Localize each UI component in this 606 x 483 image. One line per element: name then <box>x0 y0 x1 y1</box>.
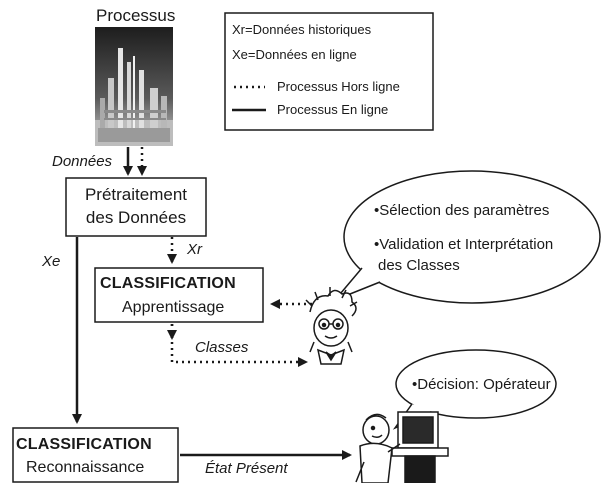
classif-learn-sub: Apprentissage <box>122 299 225 316</box>
classif-recog-head: CLASSIFICATION <box>16 436 152 453</box>
operator-icon <box>355 411 449 483</box>
legend-online-label: Processus En ligne <box>277 102 389 117</box>
expert-bubble-item1: •Sélection des paramètres <box>374 202 550 219</box>
label-etat-present: État Présent <box>205 460 288 477</box>
label-donnees: Données <box>52 153 113 170</box>
label-xr: Xr <box>187 241 202 258</box>
pretraitement-line1: Prétraitement <box>84 185 188 204</box>
pretraitement-box <box>65 177 207 237</box>
process-title: Processus <box>96 6 176 25</box>
classif-learn-box <box>94 267 264 323</box>
expert-bubble-item2a: •Validation et Interprétation <box>374 236 554 253</box>
expert-speech-bubble <box>334 170 601 304</box>
expert-bubble-item2b: des Classes <box>378 257 460 274</box>
expert-icon <box>305 287 358 365</box>
pretraitement-line2: des Données <box>85 208 187 227</box>
legend-line-xe: Xe=Données en ligne <box>232 47 357 62</box>
legend-line-xr: Xr=Données historiques <box>232 22 372 37</box>
classif-learn-head: CLASSIFICATION <box>100 275 236 292</box>
operator-bubble-item1: •Décision: Opérateur <box>412 376 551 393</box>
process-plant-image <box>95 27 173 146</box>
classif-recog-sub: Reconnaissance <box>26 459 145 476</box>
label-xe: Xe <box>42 253 61 270</box>
legend-offline-label: Processus Hors ligne <box>277 79 400 94</box>
label-classes: Classes <box>195 339 249 356</box>
classif-recog-box <box>12 427 179 483</box>
